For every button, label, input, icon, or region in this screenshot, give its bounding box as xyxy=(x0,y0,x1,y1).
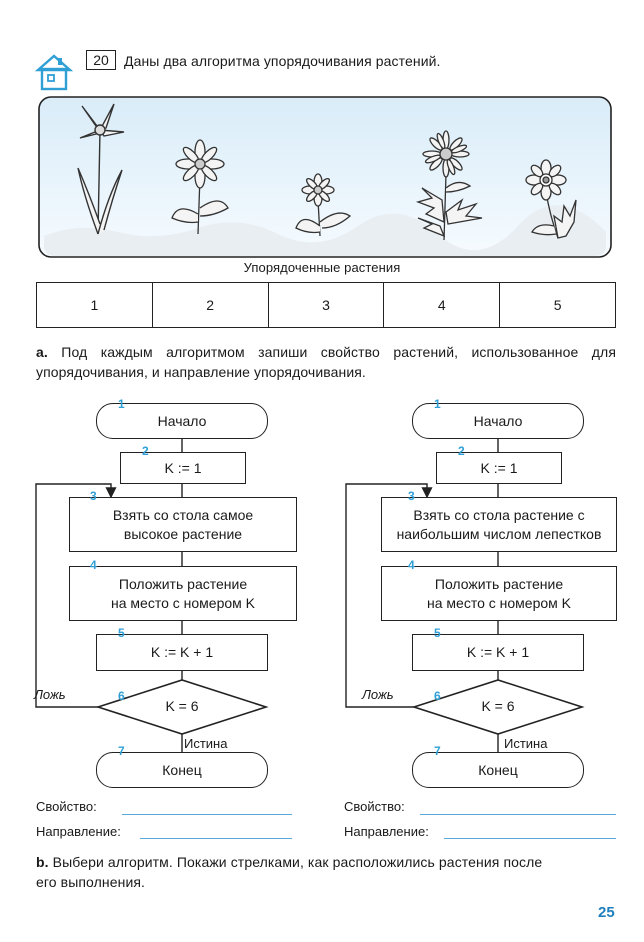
left-step-number: 4 xyxy=(90,558,97,572)
left-place-block: Положить растение на место с номером K xyxy=(69,566,297,621)
left-place-line2: на место с номером K xyxy=(111,594,255,613)
right-init-block: K := 1 xyxy=(436,452,562,484)
left-take-line1: Взять со стола самое xyxy=(113,506,253,525)
part-b-line1: b. Выбери алгоритм. Покажи стрелками, ка… xyxy=(36,852,626,872)
right-place-block: Положить растение на место с номером K xyxy=(381,566,617,621)
left-direction-answer-line[interactable] xyxy=(140,838,292,839)
right-condition-text: K = 6 xyxy=(458,698,538,714)
right-true-label: Истина xyxy=(504,736,547,751)
right-direction-label: Направление: xyxy=(344,824,429,839)
right-step-number: 1 xyxy=(434,397,441,411)
right-step-number: 6 xyxy=(434,689,441,703)
part-b-text-2: его выполнения. xyxy=(36,872,145,892)
left-init-block: K := 1 xyxy=(120,452,246,484)
left-true-label: Истина xyxy=(184,736,227,751)
left-step-number: 3 xyxy=(90,489,97,503)
right-place-line1: Положить растение xyxy=(435,575,563,594)
right-false-label: Ложь xyxy=(362,687,394,702)
right-direction-answer-line[interactable] xyxy=(444,838,616,839)
right-property-label: Свойство: xyxy=(344,799,405,814)
left-take-line2: высокое растение xyxy=(124,525,242,544)
page-number: 25 xyxy=(598,904,615,921)
right-take-line1: Взять со стола растение с xyxy=(413,506,584,525)
right-place-line2: на место с номером K xyxy=(427,594,571,613)
left-step-number: 7 xyxy=(118,744,125,758)
part-b-marker: b. xyxy=(36,854,49,870)
left-place-line1: Положить растение xyxy=(119,575,247,594)
left-property-label: Свойство: xyxy=(36,799,97,814)
right-take-line2: наибольшим числом лепестков xyxy=(397,525,602,544)
right-step-number: 3 xyxy=(408,489,415,503)
right-step-number: 7 xyxy=(434,744,441,758)
left-false-label: Ложь xyxy=(34,687,66,702)
right-property-answer-line[interactable] xyxy=(420,814,616,815)
left-property-answer-line[interactable] xyxy=(122,814,292,815)
right-step-number: 4 xyxy=(408,558,415,572)
left-step-number: 1 xyxy=(118,397,125,411)
left-step-number: 5 xyxy=(118,626,125,640)
left-condition-text: K = 6 xyxy=(142,698,222,714)
right-step-number: 5 xyxy=(434,626,441,640)
right-step-number: 2 xyxy=(458,444,465,458)
part-b-text-1: Выбери алгоритм. Покажи стрелками, как р… xyxy=(53,854,543,870)
left-step-number: 6 xyxy=(118,689,125,703)
left-take-block: Взять со стола самое высокое растение xyxy=(69,497,297,552)
left-step-number: 2 xyxy=(142,444,149,458)
right-take-block: Взять со стола растение с наибольшим чис… xyxy=(381,497,617,552)
left-direction-label: Направление: xyxy=(36,824,121,839)
